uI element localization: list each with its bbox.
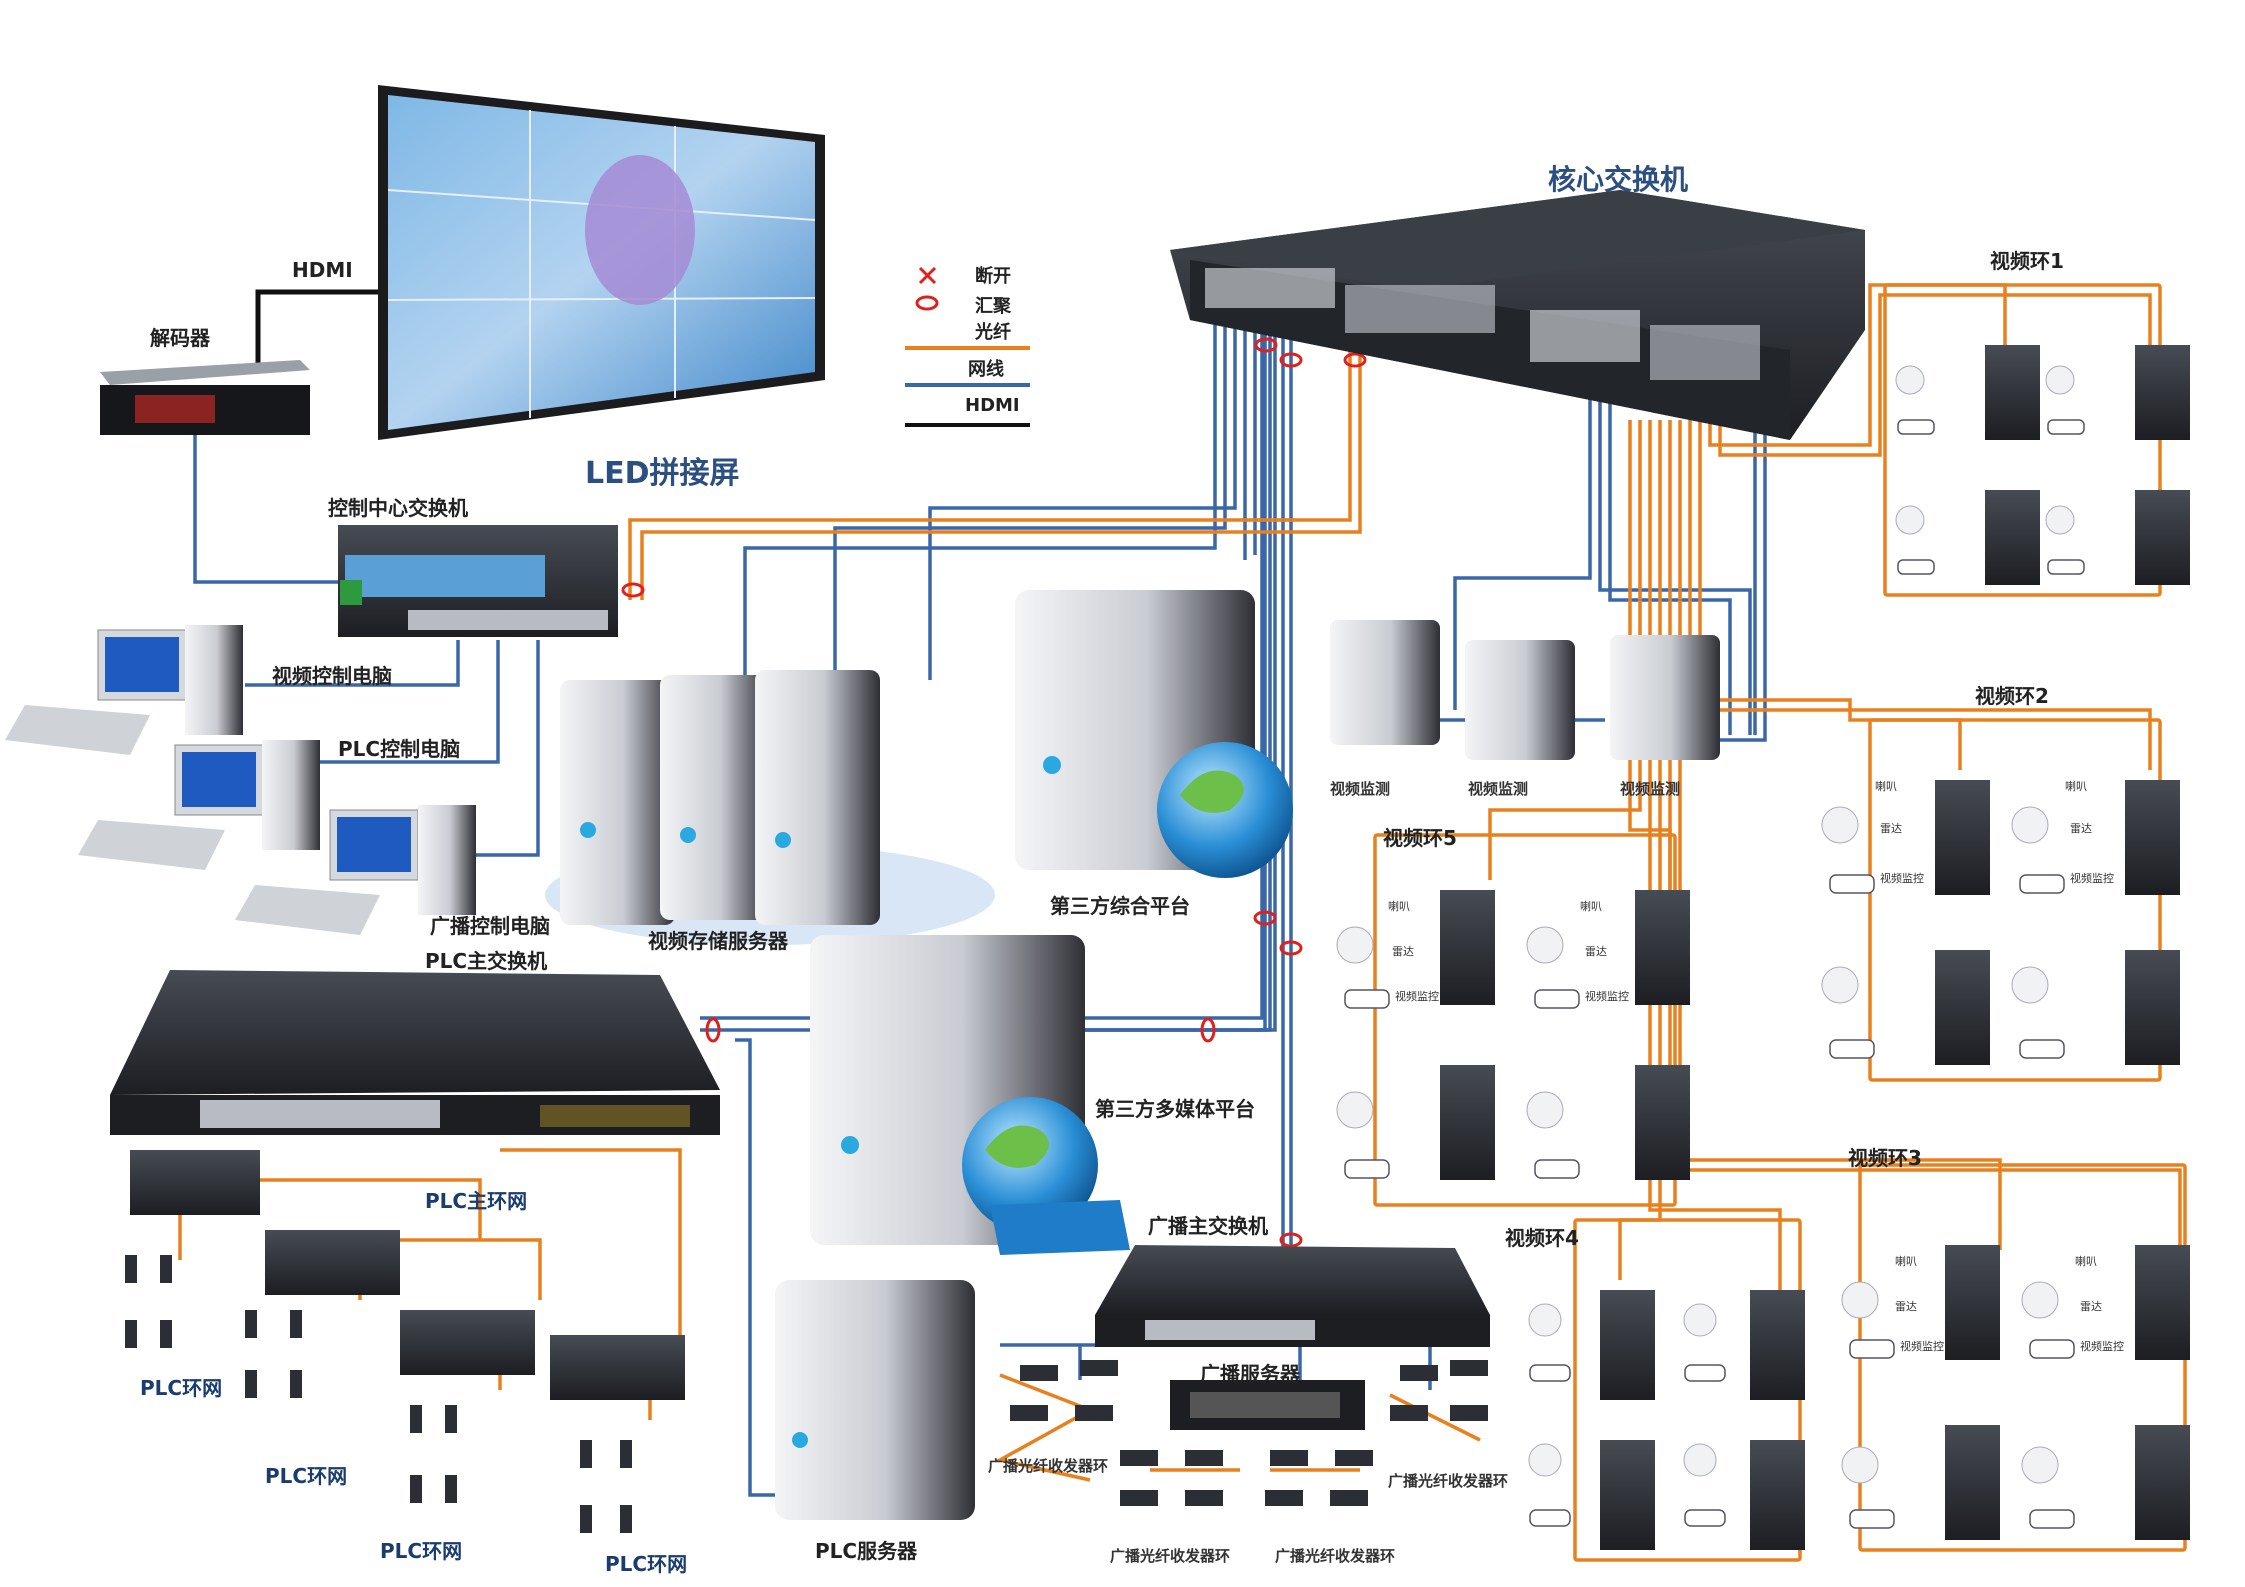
core-switch (1170, 190, 1865, 440)
video-control-pc (5, 625, 243, 755)
plc-server-label: PLC服务器 (815, 1539, 918, 1563)
plc-control-pc (78, 740, 320, 870)
tag-speaker: 喇叭 (2065, 779, 2087, 793)
plc-main-switch-label: PLC主交换机 (425, 949, 548, 973)
led-screen-label: LED拼接屏 (585, 456, 740, 491)
tag-speaker: 喇叭 (2075, 1254, 2097, 1268)
tag-radar: 雷达 (1392, 945, 1414, 958)
aggregate-markers (621, 337, 1367, 1248)
tag-radar: 雷达 (1585, 945, 1607, 958)
tag-camera: 视频监控 (1585, 989, 1629, 1003)
plc-ring-label-2: PLC环网 (265, 1464, 348, 1488)
plc-server (775, 1280, 975, 1520)
video-monitor-label-1: 视频监测 (1330, 780, 1391, 798)
plc-main-switch (110, 970, 720, 1135)
legend-break-label: 断开 (975, 266, 1011, 287)
broadcast-control-pc-label: 广播控制电脑 (430, 914, 550, 938)
decoder-label: 解码器 (150, 326, 210, 350)
control-center-switch-label: 控制中心交换机 (328, 496, 468, 520)
core-switch-label: 核心交换机 (1548, 163, 1689, 196)
third-party-integrated-server (1015, 590, 1293, 878)
video-storage-server-cluster (545, 670, 995, 945)
dome-camera-icon (1336, 365, 2075, 1484)
legend (905, 266, 1030, 427)
legend-network-label: 网线 (968, 359, 1004, 380)
legend-hdmi-label: HDMI (965, 395, 1020, 416)
tag-speaker: 喇叭 (1388, 899, 1410, 913)
plc-ring-small-devices (125, 1255, 632, 1533)
plc-ring-label-3: PLC环网 (380, 1539, 463, 1563)
tag-camera: 视频监控 (1880, 871, 1924, 885)
bullet-camera-icon (1344, 419, 2085, 1529)
video-monitor-servers (1330, 620, 1720, 760)
control-center-switch (338, 525, 618, 637)
video-monitor-label-3: 视频监测 (1620, 780, 1681, 798)
tag-radar: 雷达 (2080, 1300, 2102, 1313)
bc-fiber-ring-label-3: 广播光纤收发器环 (1110, 1547, 1231, 1565)
x-mark-icon (918, 266, 937, 285)
server-tower-icon (560, 670, 880, 925)
plc-ring-label-1: PLC环网 (140, 1376, 223, 1400)
broadcast-transceivers (1010, 1360, 1488, 1506)
third-party-multimedia-server (810, 935, 1130, 1255)
video-ring-label-2: 视频环2 (1975, 684, 2049, 708)
broadcast-server-label: 广播服务器 (1200, 1362, 1300, 1386)
video-monitor-label-2: 视频监测 (1468, 780, 1529, 798)
fiber-links (178, 283, 2187, 1562)
plc-ring-switches (130, 1150, 685, 1400)
plc-control-pc-label: PLC控制电脑 (338, 737, 461, 761)
broadcast-main-switch-label: 广播主交换机 (1148, 1214, 1268, 1238)
device-tags: 喇叭 雷达 视频监控 喇叭 雷达 视频监控 喇叭 雷达 视频监控 喇叭 雷达 视… (1388, 779, 2124, 1353)
broadcast-control-pc (235, 805, 476, 935)
tag-radar: 雷达 (1880, 822, 1902, 835)
video-ring-switches (1440, 345, 2190, 1550)
tag-camera: 视频监控 (2080, 1339, 2124, 1353)
ellipse-ring-icon (915, 295, 939, 311)
video-ring-label-1: 视频环1 (1990, 249, 2064, 273)
hdmi-links (255, 289, 378, 372)
video-storage-server-label: 视频存储服务器 (648, 929, 788, 953)
broadcast-server (1170, 1380, 1365, 1430)
legend-fiber-label: 光纤 (975, 322, 1011, 343)
tag-camera: 视频监控 (2070, 871, 2114, 885)
led-wall (378, 85, 825, 440)
broadcast-main-switch (1095, 1245, 1490, 1347)
bc-fiber-ring-label-2: 广播光纤收发器环 (1388, 1472, 1509, 1490)
tag-camera: 视频监控 (1900, 1339, 1944, 1353)
third-party-integrated-label: 第三方综合平台 (1050, 894, 1190, 918)
bc-fiber-ring-label-1: 广播光纤收发器环 (988, 1457, 1109, 1475)
film-strip-icon (990, 1200, 1130, 1255)
legend-aggregate-label: 汇聚 (975, 296, 1011, 317)
tag-radar: 雷达 (2070, 822, 2092, 835)
video-control-pc-label: 视频控制电脑 (272, 664, 392, 688)
video-ring-label-3: 视频环3 (1848, 1146, 1922, 1170)
hdmi-link-label: HDMI (292, 258, 353, 282)
plc-ring-label-4: PLC环网 (605, 1552, 688, 1576)
tag-speaker: 喇叭 (1580, 899, 1602, 913)
tag-camera: 视频监控 (1395, 989, 1439, 1003)
tag-speaker: 喇叭 (1875, 779, 1897, 793)
decoder-device (100, 360, 310, 435)
bc-fiber-ring-label-4: 广播光纤收发器环 (1275, 1547, 1396, 1565)
tag-radar: 雷达 (1895, 1300, 1917, 1313)
video-ring-label-4: 视频环4 (1505, 1226, 1579, 1250)
plc-main-ring-label: PLC主环网 (425, 1189, 528, 1213)
video-ring-label-5: 视频环5 (1383, 826, 1457, 850)
third-party-multimedia-label: 第三方多媒体平台 (1095, 1097, 1255, 1121)
tag-speaker: 喇叭 (1895, 1254, 1917, 1268)
